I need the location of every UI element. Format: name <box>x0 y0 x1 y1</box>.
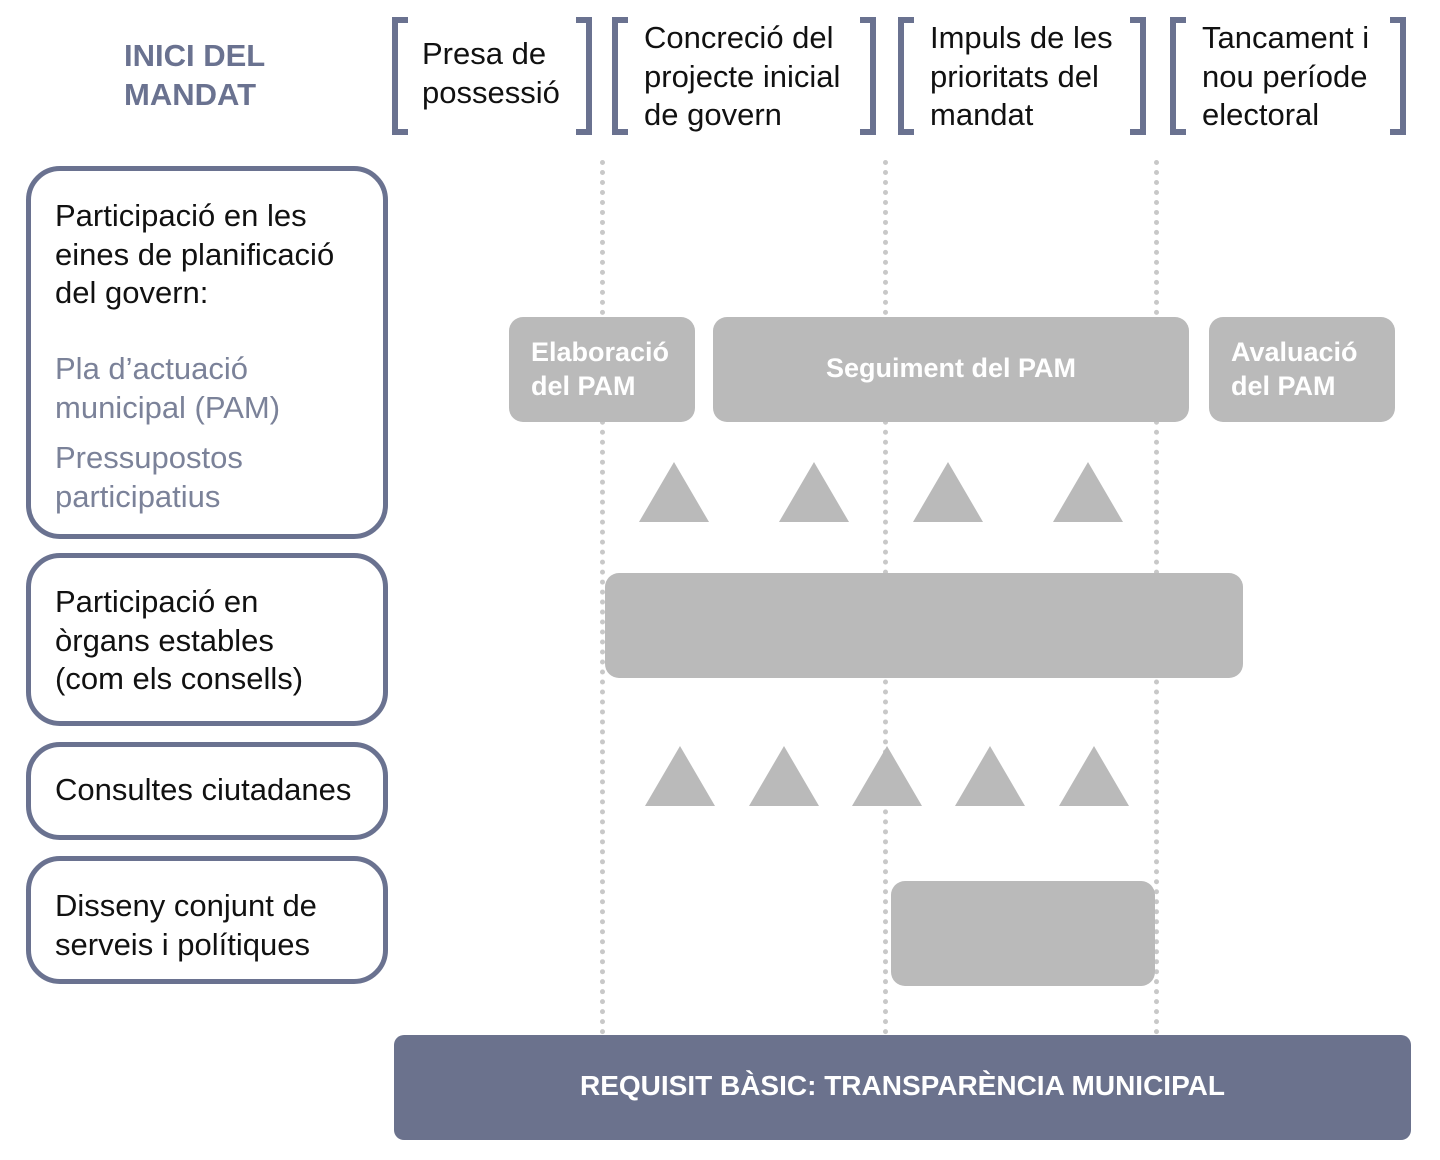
triangle-marker <box>1053 462 1123 522</box>
pam-evaluation-box: Avaluació del PAM <box>1209 317 1395 422</box>
row-sub-item-budgets: Pressupostos participatius <box>55 440 243 514</box>
phase-label: Concreció del projecte inicial de govern <box>644 20 841 132</box>
phase-label: Impuls de les prioritats del mandat <box>930 20 1113 132</box>
row-label: Participació en òrgans estables (com els… <box>55 584 304 696</box>
triangle-marker <box>639 462 709 522</box>
phase-divider-line <box>600 160 605 1035</box>
triangle-marker <box>852 746 922 806</box>
row-citizen-consultations: Consultes ciutadanes <box>26 742 388 840</box>
pam-box-label: Elaboració del PAM <box>531 337 670 401</box>
bracket-right <box>576 17 592 135</box>
bracket-left <box>898 17 914 135</box>
co-design-bar <box>891 881 1155 986</box>
stable-bodies-bar <box>605 573 1243 678</box>
triangle-marker <box>779 462 849 522</box>
triangle-marker <box>749 746 819 806</box>
bracket-left <box>612 17 628 135</box>
bracket-left <box>392 17 408 135</box>
phase-label: Tancament i nou període electoral <box>1202 20 1370 132</box>
pam-elaboration-box: Elaboració del PAM <box>509 317 695 422</box>
banner-label: REQUISIT BÀSIC: TRANSPARÈNCIA MUNICIPAL <box>579 1070 1226 1101</box>
phase-label: Presa de possessió <box>422 36 560 110</box>
row-label: Consultes ciutadanes <box>55 772 352 807</box>
transparency-banner: REQUISIT BÀSIC: TRANSPARÈNCIA MUNICIPAL <box>394 1035 1411 1140</box>
triangle-marker <box>1059 746 1129 806</box>
row-label: Disseny conjunt de serveis i polítiques <box>55 888 317 962</box>
bracket-right <box>1130 17 1146 135</box>
bracket-right <box>1390 17 1406 135</box>
triangle-marker <box>645 746 715 806</box>
diagram-title: INICI DEL MANDAT <box>124 38 266 112</box>
row-stable-bodies: Participació en òrgans estables (com els… <box>26 553 388 726</box>
triangle-marker <box>955 746 1025 806</box>
row-planning-tools: Participació en les eines de planificaci… <box>26 166 388 539</box>
bracket-left <box>1170 17 1186 135</box>
pam-follow-up-box: Seguiment del PAM <box>713 317 1189 422</box>
pam-box-label: Seguiment del PAM <box>825 353 1077 383</box>
triangle-marker <box>913 462 983 522</box>
row-co-design: Disseny conjunt de serveis i polítiques <box>26 856 388 984</box>
row-sub-item-pam: Pla d’actuació municipal (PAM) <box>55 351 281 425</box>
row-label: Participació en les eines de planificaci… <box>55 198 335 310</box>
pam-box-label: Avaluació del PAM <box>1231 337 1358 401</box>
bracket-right <box>860 17 876 135</box>
